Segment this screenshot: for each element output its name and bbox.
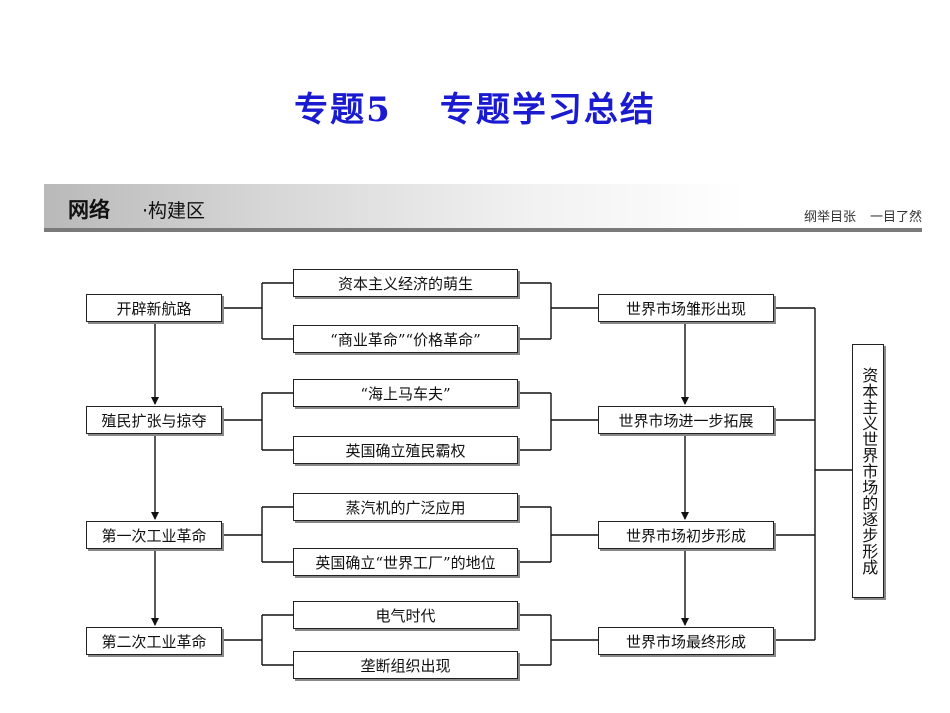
right-bracket-row-1 [518, 282, 598, 340]
right-box-1: 世界市场雏形出现 [598, 294, 774, 322]
title-part2: 专题学习总结 [439, 90, 656, 130]
left-box-1: 开辟新航路 [86, 294, 222, 322]
middle-box-2a: “海上马车夫” [293, 379, 518, 407]
middle-box-2b: 英国确立殖民霸权 [293, 436, 518, 464]
middle-box-4a: 电气时代 [293, 601, 518, 629]
right-bracket-row-4 [518, 614, 598, 666]
section-main-label: 网络 [68, 198, 110, 222]
left-bracket-row-4 [222, 614, 293, 666]
page-title: 专题5 专题学习总结 [0, 82, 950, 131]
left-bracket-row-3 [222, 506, 293, 563]
section-motto-part1: 纲举目张 [803, 210, 856, 225]
final-box: 资本主义世界市场的逐步形成 [852, 344, 884, 598]
right-box-2: 世界市场进一步拓展 [598, 406, 774, 434]
middle-box-3b: 英国确立“世界工厂”的地位 [293, 548, 518, 576]
left-bracket-row-2 [222, 392, 293, 451]
section-header: 网络 ·构建区 纲举目张一目了然 [44, 184, 922, 232]
right-box-4: 世界市场最终形成 [598, 627, 774, 655]
section-sub-label: ·构建区 [142, 200, 206, 222]
left-bracket-row-1 [222, 282, 293, 340]
middle-box-1b: “商业革命”“价格革命” [293, 325, 518, 353]
middle-box-1a: 资本主义经济的萌生 [293, 269, 518, 297]
middle-box-4b: 垄断组织出现 [293, 651, 518, 679]
left-box-4: 第二次工业革命 [86, 627, 222, 655]
left-box-2: 殖民扩张与掠夺 [86, 406, 222, 434]
section-header-gradient [44, 184, 922, 228]
section-motto-part2: 一目了然 [869, 210, 922, 225]
section-header-rule [44, 228, 922, 232]
merge-bracket-right [774, 307, 852, 641]
middle-box-3a: 蒸汽机的广泛应用 [293, 493, 518, 521]
left-box-3: 第一次工业革命 [86, 521, 222, 549]
right-bracket-row-2 [518, 392, 598, 451]
right-box-3: 世界市场初步形成 [598, 521, 774, 549]
right-bracket-row-3 [518, 506, 598, 563]
title-part1: 专题5 [294, 90, 392, 130]
section-motto: 纲举目张一目了然 [804, 206, 922, 225]
